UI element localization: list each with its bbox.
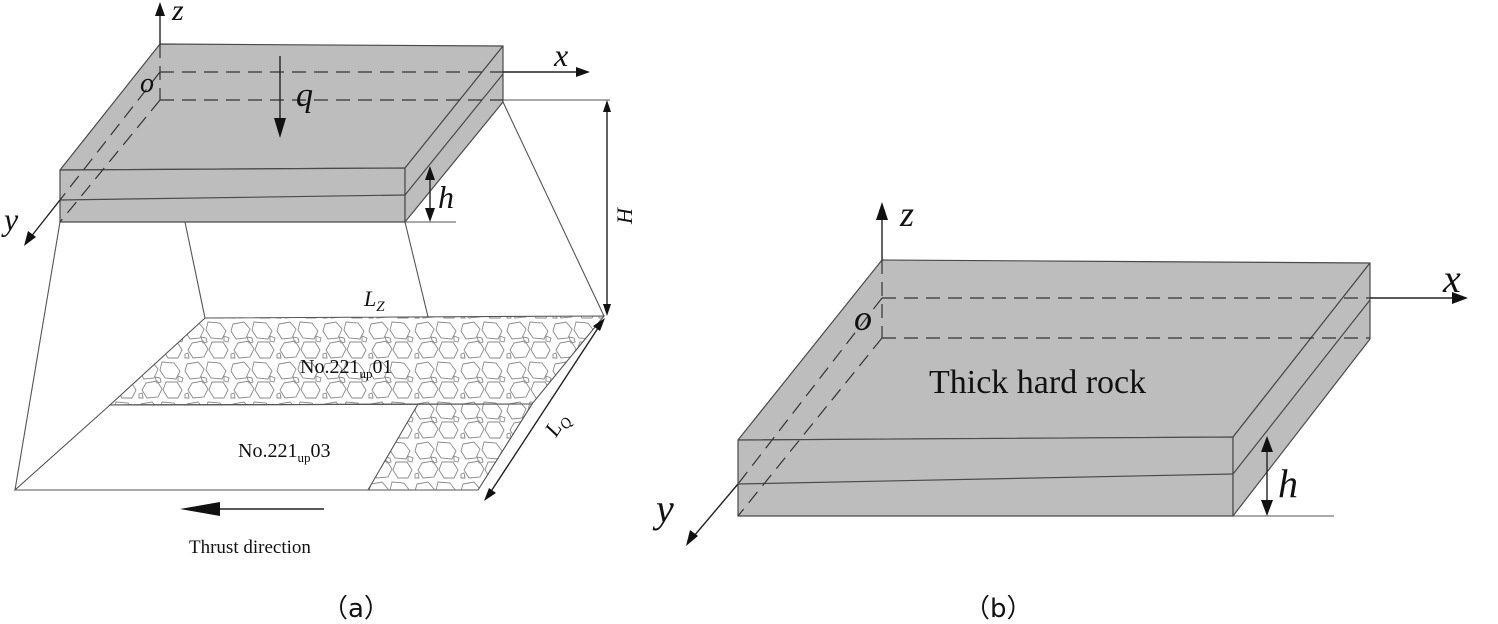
z-axis-b-label: z: [899, 194, 914, 234]
x-axis-b-arrowhead: [1452, 292, 1468, 304]
slab-a-hidden-edge-3: [59, 71, 161, 201]
H-arrow-up: [603, 100, 611, 112]
caption-a: （a）: [322, 594, 390, 624]
H-arrow-down: [603, 304, 611, 316]
thrust-arrow-head: [180, 502, 220, 516]
slab-b-side-midline: [1232, 299, 1371, 475]
caption-b: （b）: [964, 594, 1033, 624]
x-axis-b-label: x: [1442, 256, 1461, 301]
y-axis-b-label: y: [652, 486, 674, 531]
y-axis-a-arrowhead: [24, 231, 36, 246]
length-LZ-label: LZ: [363, 286, 385, 315]
thickness-h-b-label: h: [1278, 461, 1298, 506]
height-H-label: H: [612, 207, 637, 225]
panel-upper-label: No.221up01: [300, 356, 392, 381]
length-LQ-label: LQ: [539, 408, 577, 444]
slab-b-hidden-edge-4: [737, 337, 883, 517]
thick-hard-rock-label: Thick hard rock: [929, 364, 1146, 401]
h-arrow-up-b: [1261, 436, 1273, 452]
panel-lower-sub: up: [297, 450, 310, 465]
slab-b-front-face: [737, 436, 1234, 517]
panel-upper-prefix: No.221: [300, 356, 359, 378]
outline-left-inner: [184, 221, 206, 319]
panel-b: z x y o Thick hard rock h （b）: [652, 194, 1468, 624]
load-q-label: q: [296, 77, 313, 114]
y-axis-a-label: y: [1, 201, 19, 237]
panel-upper-suffix: 01: [372, 356, 392, 378]
slab-a-hidden-edge-4: [59, 99, 161, 223]
LQ-arrow-top: [593, 318, 605, 331]
h-arrow-up-a: [425, 166, 435, 180]
x-axis-a-label: x: [553, 37, 568, 73]
panel-a: z x y o q h H LZ LQ No.221up01 No.221up0…: [1, 0, 637, 624]
length-LZ-sub: Z: [376, 299, 385, 315]
origin-a-label: o: [140, 68, 154, 99]
z-axis-a-arrowhead: [155, 2, 165, 16]
LQ-arrow-bottom: [484, 488, 496, 501]
panel-upper-sub: up: [359, 366, 372, 381]
outline-right-outer: [502, 101, 605, 317]
z-axis-b-arrowhead: [876, 202, 888, 220]
thrust-direction-label: Thrust direction: [189, 537, 311, 558]
h-arrow-down-b: [1261, 500, 1273, 516]
h-arrow-down-a: [425, 208, 435, 222]
slab-b-front-midline: [737, 473, 1234, 485]
slab-b-hidden-edge-3: [737, 297, 883, 485]
panel-lower-prefix: No.221: [238, 440, 297, 462]
load-arrow-head: [274, 118, 286, 138]
panel-lower-label: No.221up03: [238, 440, 330, 465]
x-axis-a-arrowhead: [576, 67, 590, 77]
y-axis-a: [29, 199, 61, 239]
panel-divider: [109, 403, 533, 406]
origin-b-label: o: [854, 298, 872, 338]
length-LZ-main: L: [363, 286, 376, 311]
y-axis-b-arrowhead: [686, 530, 698, 546]
slab-a-front-face: [59, 167, 406, 223]
thickness-h-a-label: h: [438, 179, 454, 215]
panel-lower-suffix: 03: [310, 440, 330, 462]
LQ-dimension: [487, 321, 603, 497]
y-axis-b: [693, 483, 739, 537]
slab-a-front-midline: [59, 194, 406, 201]
slab-a-side-midline: [404, 73, 504, 196]
outline-left-outer: [14, 221, 61, 491]
z-axis-a-label: z: [171, 0, 184, 27]
